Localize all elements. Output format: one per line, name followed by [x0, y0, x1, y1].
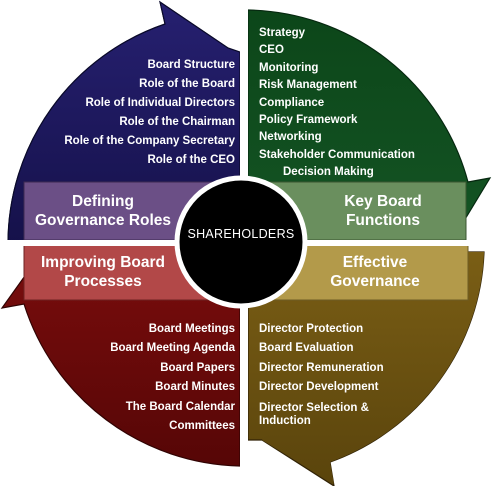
- list-item: Stakeholder Communication: [259, 148, 415, 161]
- list-item: Director Remuneration: [259, 361, 384, 374]
- list-item: Role of the CEO: [147, 154, 235, 166]
- list-item: Board Papers: [160, 361, 235, 374]
- list-item: The Board Calendar: [125, 400, 235, 413]
- top-right-items: Strategy CEO Monitoring Risk Management …: [259, 25, 415, 182]
- list-item: Role of Individual Directors: [85, 97, 235, 109]
- list-item: Role of the Company Secretary: [64, 135, 235, 147]
- center-circle: [174, 175, 308, 309]
- band-label-top-left: Defining Governance Roles: [34, 193, 172, 229]
- list-item: Board Meeting Agenda: [110, 342, 235, 355]
- list-item: Induction: [259, 414, 311, 427]
- list-item: Role of the Chairman: [119, 116, 235, 128]
- list-item: Board Minutes: [155, 381, 235, 394]
- list-item: Board Structure: [147, 59, 235, 71]
- list-item: Networking: [259, 131, 322, 144]
- list-item: Director Protection: [259, 323, 364, 335]
- band-label-bottom-left: Improving Board Processes: [40, 254, 165, 290]
- list-item: Strategy: [259, 27, 306, 39]
- list-item: Compliance: [259, 96, 325, 109]
- bottom-left-items: Board Meetings Board Meeting Agenda Boar…: [110, 320, 235, 436]
- band-label-bottom-right: Effective Governance: [330, 254, 420, 290]
- center-label: SHAREHOLDERS: [187, 227, 295, 241]
- top-left-items: Board Structure Role of the Board Role o…: [64, 56, 235, 170]
- list-item: Committees: [169, 420, 235, 433]
- list-item: Risk Management: [259, 79, 357, 92]
- list-item: Monitoring: [259, 61, 319, 74]
- list-item: Decision Making: [283, 166, 374, 179]
- list-item: Board Evaluation: [259, 342, 354, 355]
- list-item: Role of the Board: [139, 78, 235, 90]
- band-label-top-right: Key Board Functions: [344, 193, 422, 229]
- list-item: CEO: [259, 44, 284, 57]
- list-item: Director Selection &: [259, 401, 369, 414]
- bottom-right-items: Director Protection Board Evaluation Dir…: [259, 320, 384, 428]
- list-item: Policy Framework: [259, 114, 358, 127]
- list-item: Board Meetings: [148, 323, 235, 335]
- list-item: Director Development: [259, 381, 379, 394]
- quadrant-bottom-left: [0, 251, 241, 467]
